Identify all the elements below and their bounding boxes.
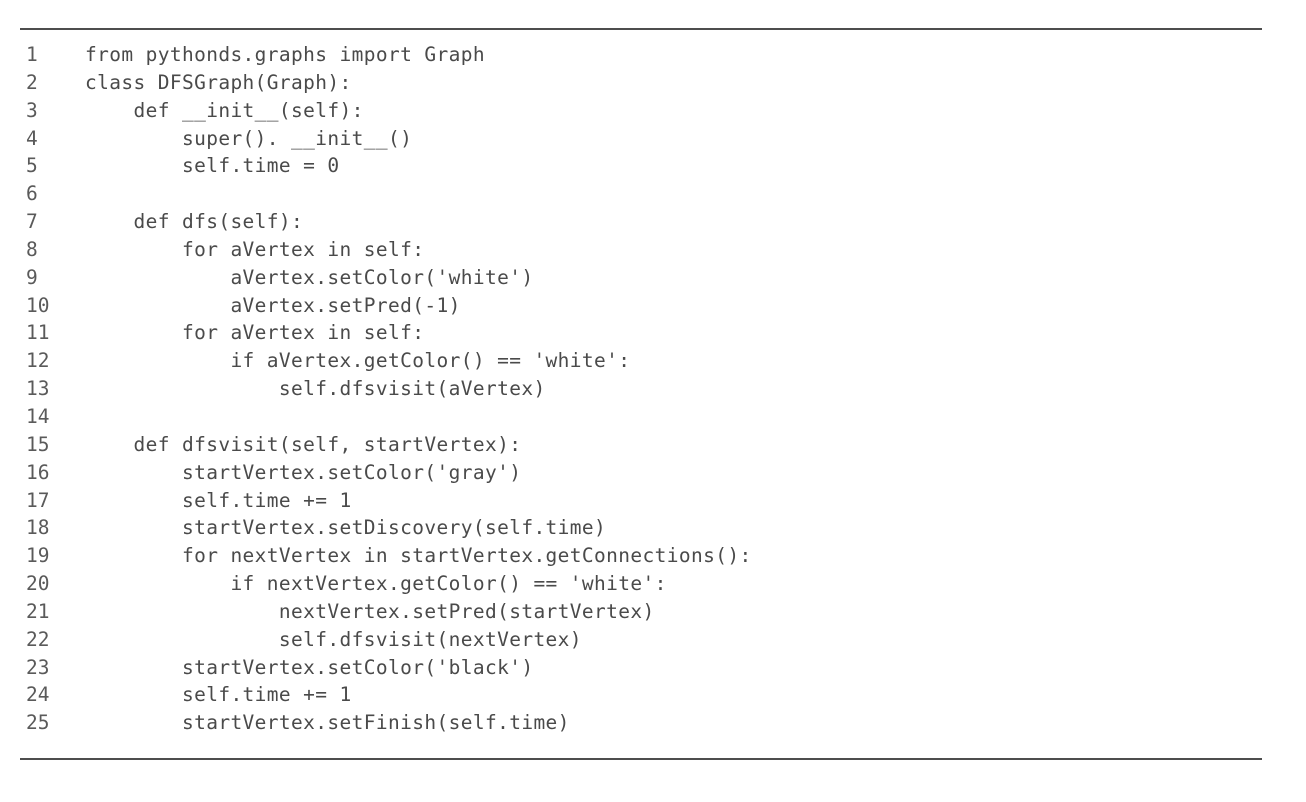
line-code: self.time += 1 — [85, 488, 352, 512]
line-number: 5 — [26, 154, 38, 178]
line-code: startVertex.setFinish(self.time) — [85, 711, 570, 735]
line-number: 6 — [26, 182, 38, 206]
line-number: 25 — [26, 711, 50, 735]
line-code: for aVertex in self: — [85, 321, 425, 345]
line-code: from pythonds.graphs import Graph — [85, 43, 485, 66]
line-code: startVertex.setDiscovery(self.time) — [85, 516, 607, 540]
code-line: 8 for aVertex in self: — [0, 236, 1306, 264]
line-code: self.time += 1 — [85, 683, 352, 707]
line-code: nextVertex.setPred(startVertex) — [85, 599, 655, 623]
code-line: 20 if nextVertex.getColor() == 'white': — [0, 570, 1306, 598]
line-code: super(). __init__() — [85, 126, 413, 150]
line-code: aVertex.setPred(-1) — [85, 293, 461, 317]
line-code: self.time = 0 — [85, 154, 340, 178]
code-line: 14 — [0, 403, 1306, 431]
code-line: 12 if aVertex.getColor() == 'white': — [0, 347, 1306, 375]
code-line: 23 startVertex.setColor('black') — [0, 654, 1306, 682]
line-number: 14 — [26, 404, 50, 428]
line-number: 13 — [26, 377, 50, 401]
line-number: 9 — [26, 265, 38, 289]
code-line: 22 self.dfsvisit(nextVertex) — [0, 626, 1306, 654]
line-number: 11 — [26, 321, 50, 345]
line-number: 4 — [26, 126, 38, 150]
line-number: 22 — [26, 627, 50, 651]
code-line: 7 def dfs(self): — [0, 208, 1306, 236]
line-number: 2 — [26, 70, 38, 94]
line-number: 1 — [26, 43, 38, 66]
line-code: for aVertex in self: — [85, 237, 425, 261]
code-line: 11 for aVertex in self: — [0, 319, 1306, 347]
line-number: 10 — [26, 293, 50, 317]
line-code: startVertex.setColor('gray') — [85, 460, 522, 484]
line-code: class DFSGraph(Graph): — [85, 70, 352, 94]
line-code: if nextVertex.getColor() == 'white': — [85, 572, 667, 596]
line-code: if aVertex.getColor() == 'white': — [85, 349, 631, 373]
code-line: 17 self.time += 1 — [0, 487, 1306, 515]
line-number: 7 — [26, 210, 38, 234]
line-code: for nextVertex in startVertex.getConnect… — [85, 544, 752, 568]
line-number: 20 — [26, 572, 50, 596]
code-line: 18 startVertex.setDiscovery(self.time) — [0, 514, 1306, 542]
line-code: def dfs(self): — [85, 210, 304, 234]
line-number: 24 — [26, 683, 50, 707]
code-line: 16 startVertex.setColor('gray') — [0, 459, 1306, 487]
code-line: 4 super(). __init__() — [0, 125, 1306, 153]
code-line: 1 from pythonds.graphs import Graph — [0, 41, 1306, 69]
line-code: startVertex.setColor('black') — [85, 655, 534, 679]
line-number: 21 — [26, 599, 50, 623]
line-code: aVertex.setColor('white') — [85, 265, 534, 289]
line-number: 3 — [26, 98, 38, 122]
code-line: 6 — [0, 180, 1306, 208]
line-number: 15 — [26, 432, 50, 456]
line-code: def __init__(self): — [85, 98, 364, 122]
line-number: 8 — [26, 237, 38, 261]
line-code: self.dfsvisit(aVertex) — [85, 377, 546, 401]
listing-top-rule — [20, 28, 1262, 30]
line-number: 17 — [26, 488, 50, 512]
code-line: 13 self.dfsvisit(aVertex) — [0, 375, 1306, 403]
code-line: 25 startVertex.setFinish(self.time) — [0, 709, 1306, 737]
line-code: def dfsvisit(self, startVertex): — [85, 432, 522, 456]
code-line: 21 nextVertex.setPred(startVertex) — [0, 598, 1306, 626]
code-line: 2 class DFSGraph(Graph): — [0, 69, 1306, 97]
code-line: 24 self.time += 1 — [0, 681, 1306, 709]
code-line: 5 self.time = 0 — [0, 152, 1306, 180]
listing-bottom-rule — [20, 758, 1262, 760]
code-block: 1 from pythonds.graphs import Graph 2 class… — [0, 41, 1306, 737]
code-line: 15 def dfsvisit(self, startVertex): — [0, 431, 1306, 459]
code-line: 9 aVertex.setColor('white') — [0, 264, 1306, 292]
line-number: 18 — [26, 516, 50, 540]
line-number: 16 — [26, 460, 50, 484]
line-code: self.dfsvisit(nextVertex) — [85, 627, 582, 651]
line-number: 19 — [26, 544, 50, 568]
line-number: 12 — [26, 349, 50, 373]
code-line: 3 def __init__(self): — [0, 97, 1306, 125]
code-line: 10 aVertex.setPred(-1) — [0, 292, 1306, 320]
code-line: 19 for nextVertex in startVertex.getConn… — [0, 542, 1306, 570]
line-number: 23 — [26, 655, 50, 679]
